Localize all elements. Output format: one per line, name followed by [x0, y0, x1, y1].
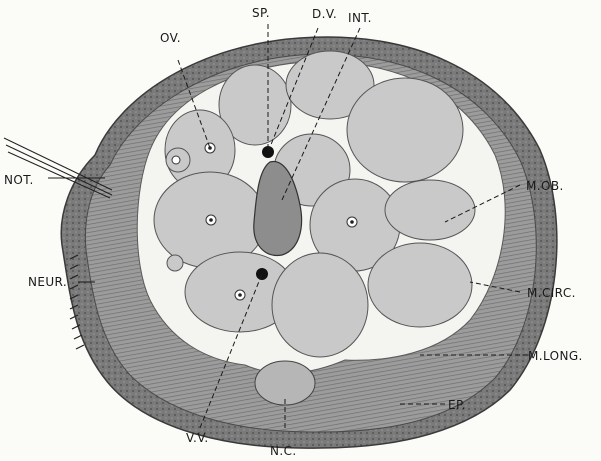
- label-ep: EP.: [448, 398, 466, 412]
- label-dv: D.V.: [312, 7, 337, 21]
- label-mlong: M.LONG.: [528, 349, 583, 363]
- label-ov: OV.: [160, 31, 181, 45]
- label-vv: V.V.: [186, 431, 209, 445]
- label-int: INT.: [348, 11, 372, 25]
- label-mob: M.OB.: [526, 179, 564, 193]
- label-sp: SP.: [252, 6, 270, 20]
- ventral-vessel: [256, 268, 268, 280]
- label-neur: NEUR.: [28, 275, 67, 289]
- label-not: NOT.: [4, 173, 34, 187]
- nerve-cord: [255, 361, 315, 405]
- label-nc: N.C.: [270, 444, 297, 458]
- label-mcirc: M.CIRC.: [527, 286, 576, 300]
